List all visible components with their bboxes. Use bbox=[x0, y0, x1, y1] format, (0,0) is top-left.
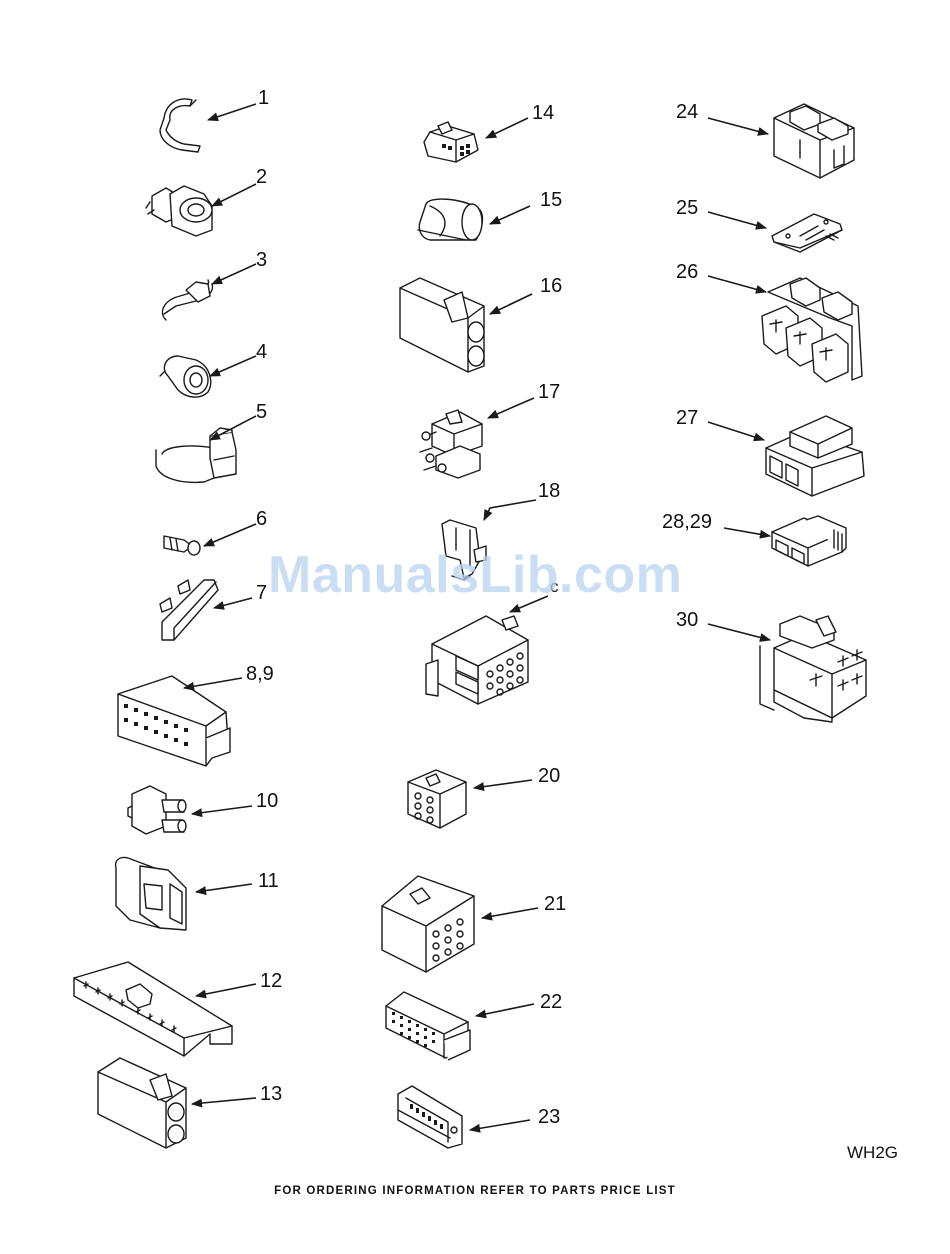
footer-note: FOR ORDERING INFORMATION REFER TO PARTS … bbox=[0, 1185, 950, 1197]
callout-17: 17 bbox=[538, 382, 560, 402]
part-21-twelve-hole-plug bbox=[382, 876, 474, 972]
callout-30: 30 bbox=[676, 610, 698, 630]
part-7-bracket bbox=[160, 580, 218, 640]
part-15-split-sleeve bbox=[418, 199, 482, 240]
callout-25: 25 bbox=[676, 198, 698, 218]
sheet-code: WH2G bbox=[847, 1143, 898, 1163]
callout-14: 14 bbox=[532, 103, 554, 123]
callout-12: 12 bbox=[260, 971, 282, 991]
part-22-grid-connector bbox=[386, 992, 470, 1060]
callout-13: 13 bbox=[260, 1084, 282, 1104]
callout-26: 26 bbox=[676, 262, 698, 282]
leader-24 bbox=[708, 118, 768, 134]
leader-25 bbox=[708, 212, 766, 228]
callout-6: 6 bbox=[256, 509, 267, 529]
leader-6 bbox=[204, 524, 256, 546]
part-19-multi-pin-connector bbox=[426, 616, 528, 704]
leader-15 bbox=[490, 206, 530, 224]
callout-28-29: 28,29 bbox=[662, 512, 712, 532]
part-30-quad-receptacle bbox=[760, 616, 866, 722]
part-5-strap-clip bbox=[156, 428, 236, 482]
part-4-grommet bbox=[160, 356, 211, 397]
leader-8-9 bbox=[184, 678, 242, 688]
leader-1 bbox=[208, 104, 256, 120]
leader-4 bbox=[210, 356, 256, 376]
leader-26 bbox=[708, 276, 766, 292]
callout-1: 1 bbox=[258, 88, 269, 108]
part-8-9-multi-pin-housing bbox=[118, 676, 230, 766]
part-13-two-pin-housing bbox=[98, 1058, 186, 1148]
callout-4: 4 bbox=[256, 342, 267, 362]
leader-30 bbox=[708, 624, 770, 640]
callout-24: 24 bbox=[676, 102, 698, 122]
callout-15: 15 bbox=[540, 190, 562, 210]
callout-2: 2 bbox=[256, 167, 267, 187]
leader-12 bbox=[196, 984, 256, 996]
part-26-triple-receptacle bbox=[762, 278, 862, 382]
leader-16 bbox=[490, 294, 532, 314]
callout-21: 21 bbox=[544, 894, 566, 914]
part-1-clip bbox=[160, 99, 200, 152]
part-11-housing bbox=[116, 857, 186, 930]
part-20-six-hole-plug bbox=[408, 770, 466, 828]
callout-16: 16 bbox=[540, 276, 562, 296]
leader-21 bbox=[482, 908, 538, 918]
leader-3 bbox=[212, 264, 256, 284]
leader-23 bbox=[470, 1120, 530, 1130]
leader-17 bbox=[488, 398, 534, 418]
watermark: ManualsLib.com bbox=[268, 545, 682, 605]
callout-7: 7 bbox=[256, 583, 267, 603]
leader-27 bbox=[708, 422, 764, 440]
part-28-29-small-connector bbox=[772, 516, 846, 566]
leader-20 bbox=[474, 780, 532, 788]
part-17-switch-block bbox=[420, 410, 482, 478]
callout-22: 22 bbox=[540, 992, 562, 1012]
callout-3: 3 bbox=[256, 250, 267, 270]
callout-5: 5 bbox=[256, 402, 267, 422]
callout-8-9: 8,9 bbox=[246, 664, 274, 684]
callout-27: 27 bbox=[676, 408, 698, 428]
part-14-small-plug bbox=[424, 122, 478, 162]
leader-11 bbox=[196, 884, 252, 892]
part-25-plate bbox=[772, 214, 842, 252]
part-16-two-pin-block bbox=[400, 278, 484, 372]
leader-7 bbox=[214, 598, 252, 608]
leader-14 bbox=[486, 118, 528, 138]
leader-22 bbox=[476, 1004, 534, 1016]
part-24-dual-housing bbox=[774, 104, 854, 178]
callout-10: 10 bbox=[256, 791, 278, 811]
callout-23: 23 bbox=[538, 1107, 560, 1127]
leader-28-29 bbox=[724, 528, 770, 536]
part-12-terminal-strip bbox=[74, 962, 232, 1056]
part-23-d-connector bbox=[398, 1086, 462, 1148]
callout-11: 11 bbox=[258, 871, 279, 891]
callout-20: 20 bbox=[538, 766, 560, 786]
part-3-wire-clip bbox=[162, 280, 212, 320]
callout-18: 18 bbox=[538, 481, 560, 501]
part-27-latch-housing bbox=[766, 416, 864, 496]
part-2-ring-clip bbox=[146, 186, 212, 236]
leader-10 bbox=[192, 806, 252, 814]
part-6-push-pin bbox=[164, 536, 200, 555]
leader-2 bbox=[212, 184, 256, 206]
leader-18 bbox=[484, 500, 536, 520]
leader-13 bbox=[192, 1098, 256, 1104]
part-10-pin-connector bbox=[128, 786, 186, 834]
